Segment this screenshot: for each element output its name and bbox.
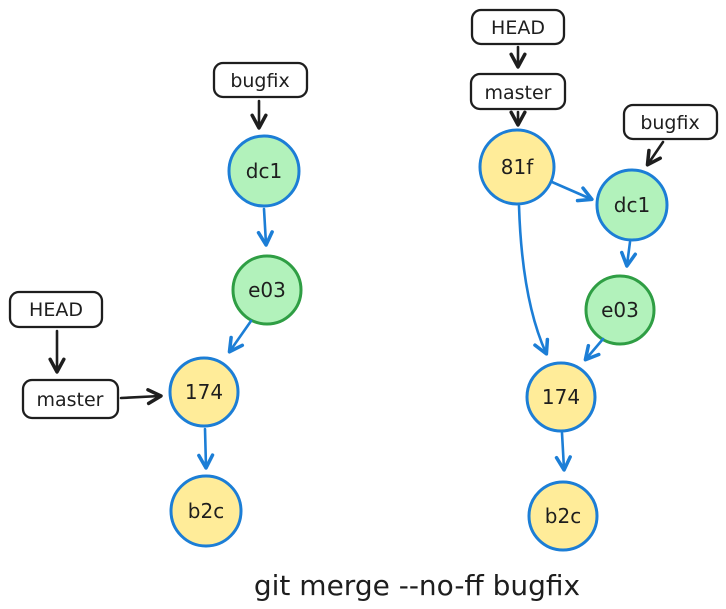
left-commit-b2c — [169, 474, 243, 548]
left-bugfix-ref-label: bugfix — [230, 70, 289, 92]
left-commit-dc1 — [227, 134, 301, 208]
right-commit-81f-label: 81f — [501, 155, 534, 179]
right-edge-e03-174 — [583, 337, 605, 362]
left-commit-e03 — [231, 254, 303, 326]
right-edge-dc1-e03 — [619, 240, 638, 268]
right-head-ref-box — [470, 8, 566, 46]
left-bugfix-ref-box — [212, 61, 309, 99]
left-commit-174-label: 174 — [185, 380, 223, 404]
right-edge-bugfix-dc1 — [645, 140, 665, 167]
right-commit-dc1 — [595, 168, 669, 242]
right-bugfix-ref-box — [622, 103, 719, 141]
right-master-ref-box — [469, 72, 567, 111]
right-commit-dc1-label: dc1 — [614, 193, 650, 217]
left-edge-e03-174 — [227, 319, 253, 354]
right-commit-b2c — [527, 480, 599, 552]
left-commit-174 — [168, 356, 240, 428]
left-graph: bugfix dc1 e03 174 b2c HEAD master — [8, 61, 309, 548]
right-edge-81f-dc1 — [550, 180, 594, 203]
left-head-ref-box — [8, 290, 104, 329]
left-master-ref-box — [21, 378, 120, 420]
right-commit-174 — [525, 361, 597, 433]
right-edge-81f-174 — [517, 204, 550, 356]
right-head-ref-label: HEAD — [491, 17, 545, 39]
left-edge-master-174 — [119, 388, 163, 406]
left-edge-dc1-e03 — [256, 207, 274, 247]
right-commit-81f — [478, 128, 556, 206]
right-bugfix-ref-label: bugfix — [640, 112, 699, 134]
right-commit-e03 — [584, 274, 656, 346]
left-commit-e03-label: e03 — [248, 278, 286, 302]
right-edge-174-b2c — [554, 431, 572, 472]
right-commit-b2c-label: b2c — [545, 504, 581, 528]
right-graph: HEAD master 81f bugfix dc1 e03 17 — [469, 8, 719, 552]
right-master-ref-label: master — [484, 82, 551, 104]
left-master-ref-label: master — [36, 389, 103, 411]
caption-git-command: git merge --no-ff bugfix — [254, 569, 580, 602]
left-edge-174-b2c — [197, 427, 215, 470]
left-commit-b2c-label: b2c — [188, 499, 224, 523]
right-commit-e03-label: e03 — [601, 298, 639, 322]
right-commit-174-label: 174 — [542, 385, 580, 409]
left-head-ref-label: HEAD — [29, 299, 83, 321]
left-commit-dc1-label: dc1 — [246, 159, 282, 183]
